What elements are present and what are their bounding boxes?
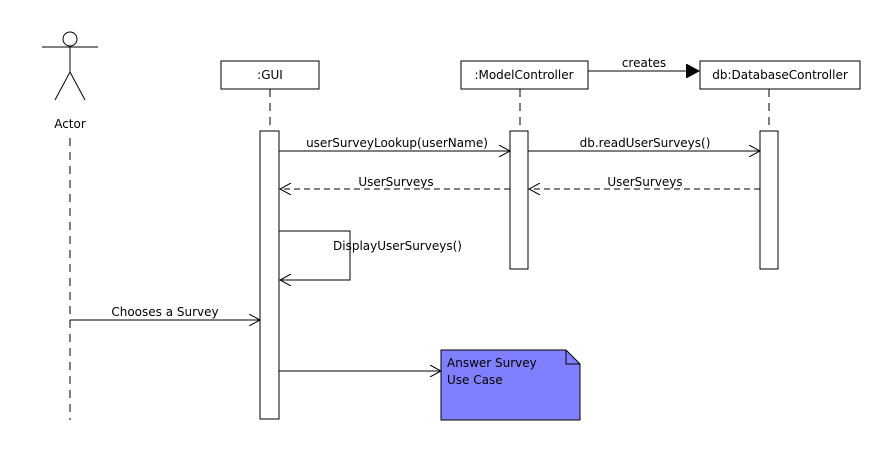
gui-activation-bar: [259, 130, 280, 420]
lookup-message-label: userSurveyLookup(userName): [306, 136, 488, 150]
model-controller-activation-bar: [509, 130, 529, 270]
display-self-message-label: DisplayUserSurveys(): [333, 239, 462, 253]
actor-left-leg: [54, 71, 71, 101]
database-controller-label: db:DatabaseController: [712, 68, 848, 82]
actor-right-leg: [69, 71, 86, 101]
note-folded-corner: [565, 350, 580, 365]
gui-lifeline-box: [220, 60, 320, 90]
model-controller-label: :ModelController: [474, 68, 573, 82]
read-message-label: db.readUserSurveys(): [580, 136, 711, 150]
display-self-message-arrow: [279, 230, 351, 280]
answer-survey-note: [440, 349, 581, 421]
note-line-1: Answer Survey: [447, 356, 537, 370]
actor-figure: [42, 31, 98, 101]
actor-label: Actor: [54, 117, 86, 131]
note-line-2: Use Case: [447, 373, 503, 387]
gui-lifeline-label: :GUI: [257, 68, 283, 82]
choose-survey-label: Chooses a Survey: [111, 305, 218, 319]
creates-label: creates: [622, 56, 666, 70]
actor-head: [62, 31, 78, 47]
model-controller-box: [460, 60, 589, 90]
model-return-label: UserSurveys: [358, 175, 433, 189]
db-return-label: UserSurveys: [607, 175, 682, 189]
database-controller-box: [699, 60, 861, 90]
database-controller-activation-bar: [759, 130, 779, 270]
